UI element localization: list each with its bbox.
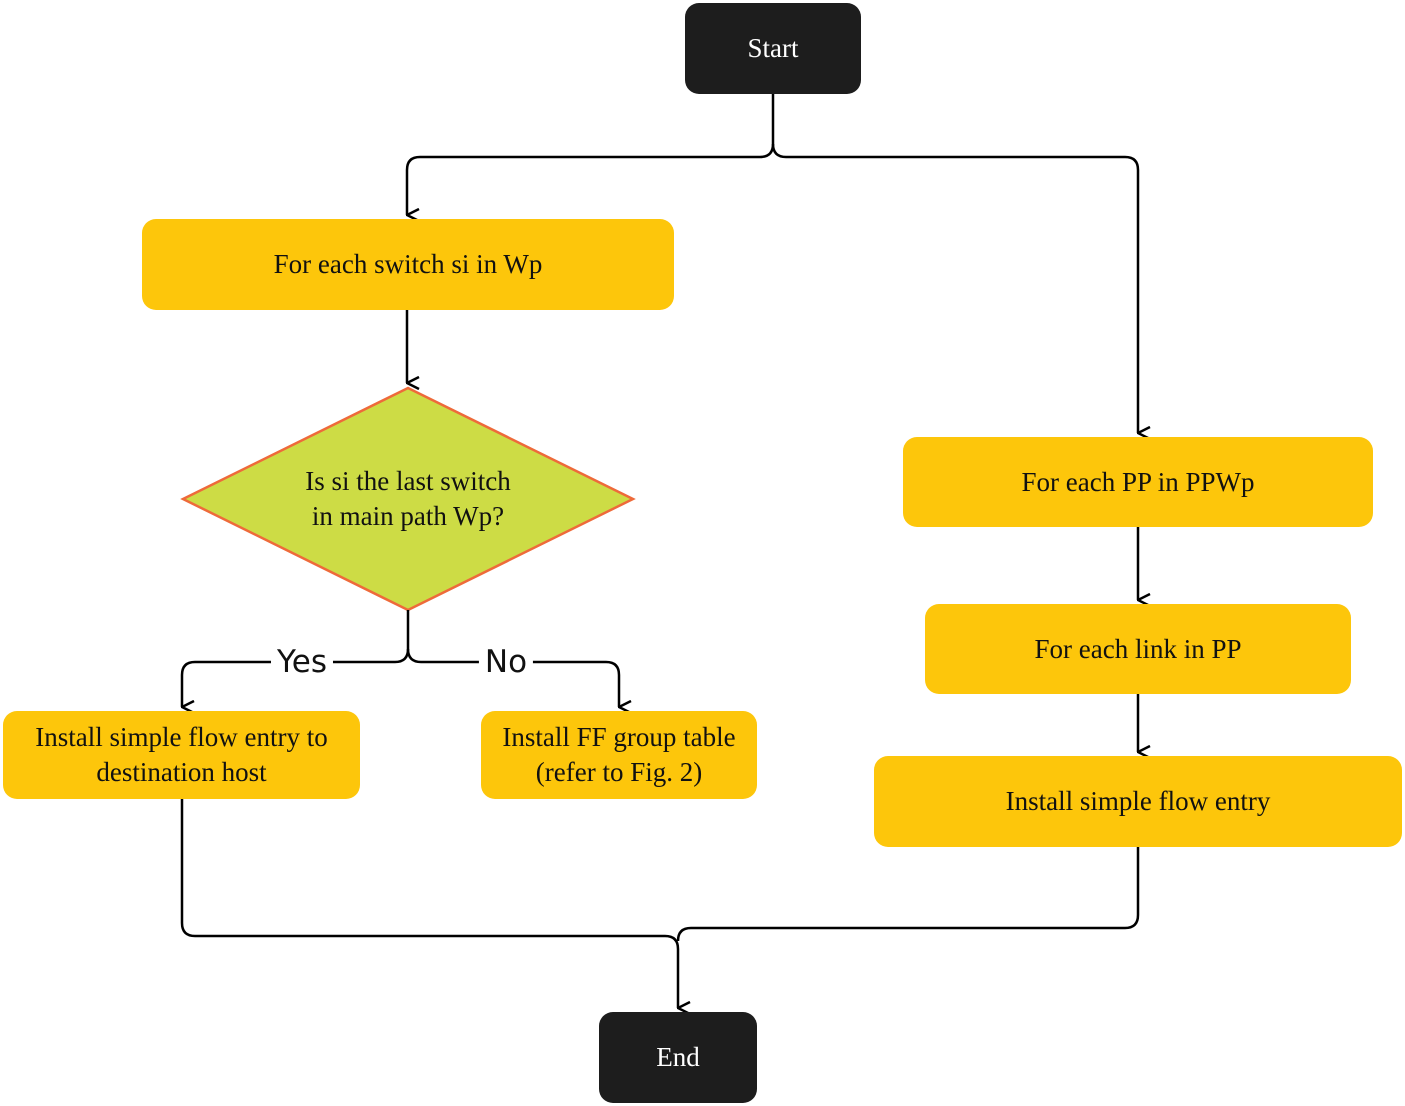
no-label: No (478, 644, 534, 680)
decision-label: Is si the last switch in main path Wp? (305, 466, 511, 531)
for-each-switch-node: For each switch si in Wp (142, 219, 674, 310)
edge-left-to-end (180, 799, 678, 1008)
edge-start-to-for-each-switch (405, 94, 775, 215)
edge-right-to-end (676, 847, 1140, 942)
install-ff-group-node: Install FF group table (refer to Fig. 2) (481, 711, 757, 799)
install-simple-flow-dest-node: Install simple flow entry to destination… (3, 711, 360, 799)
end-node: End (599, 1012, 757, 1103)
install-simple-flow-node: Install simple flow entry (874, 756, 1402, 847)
for-each-link-node: For each link in PP (925, 604, 1351, 694)
start-node: Start (685, 3, 861, 94)
yes-label: Yes (270, 644, 334, 680)
for-each-pp-node: For each PP in PPWp (903, 437, 1373, 527)
edge-start-to-for-each-pp (771, 143, 1138, 433)
edge-decision-no (406, 648, 619, 707)
